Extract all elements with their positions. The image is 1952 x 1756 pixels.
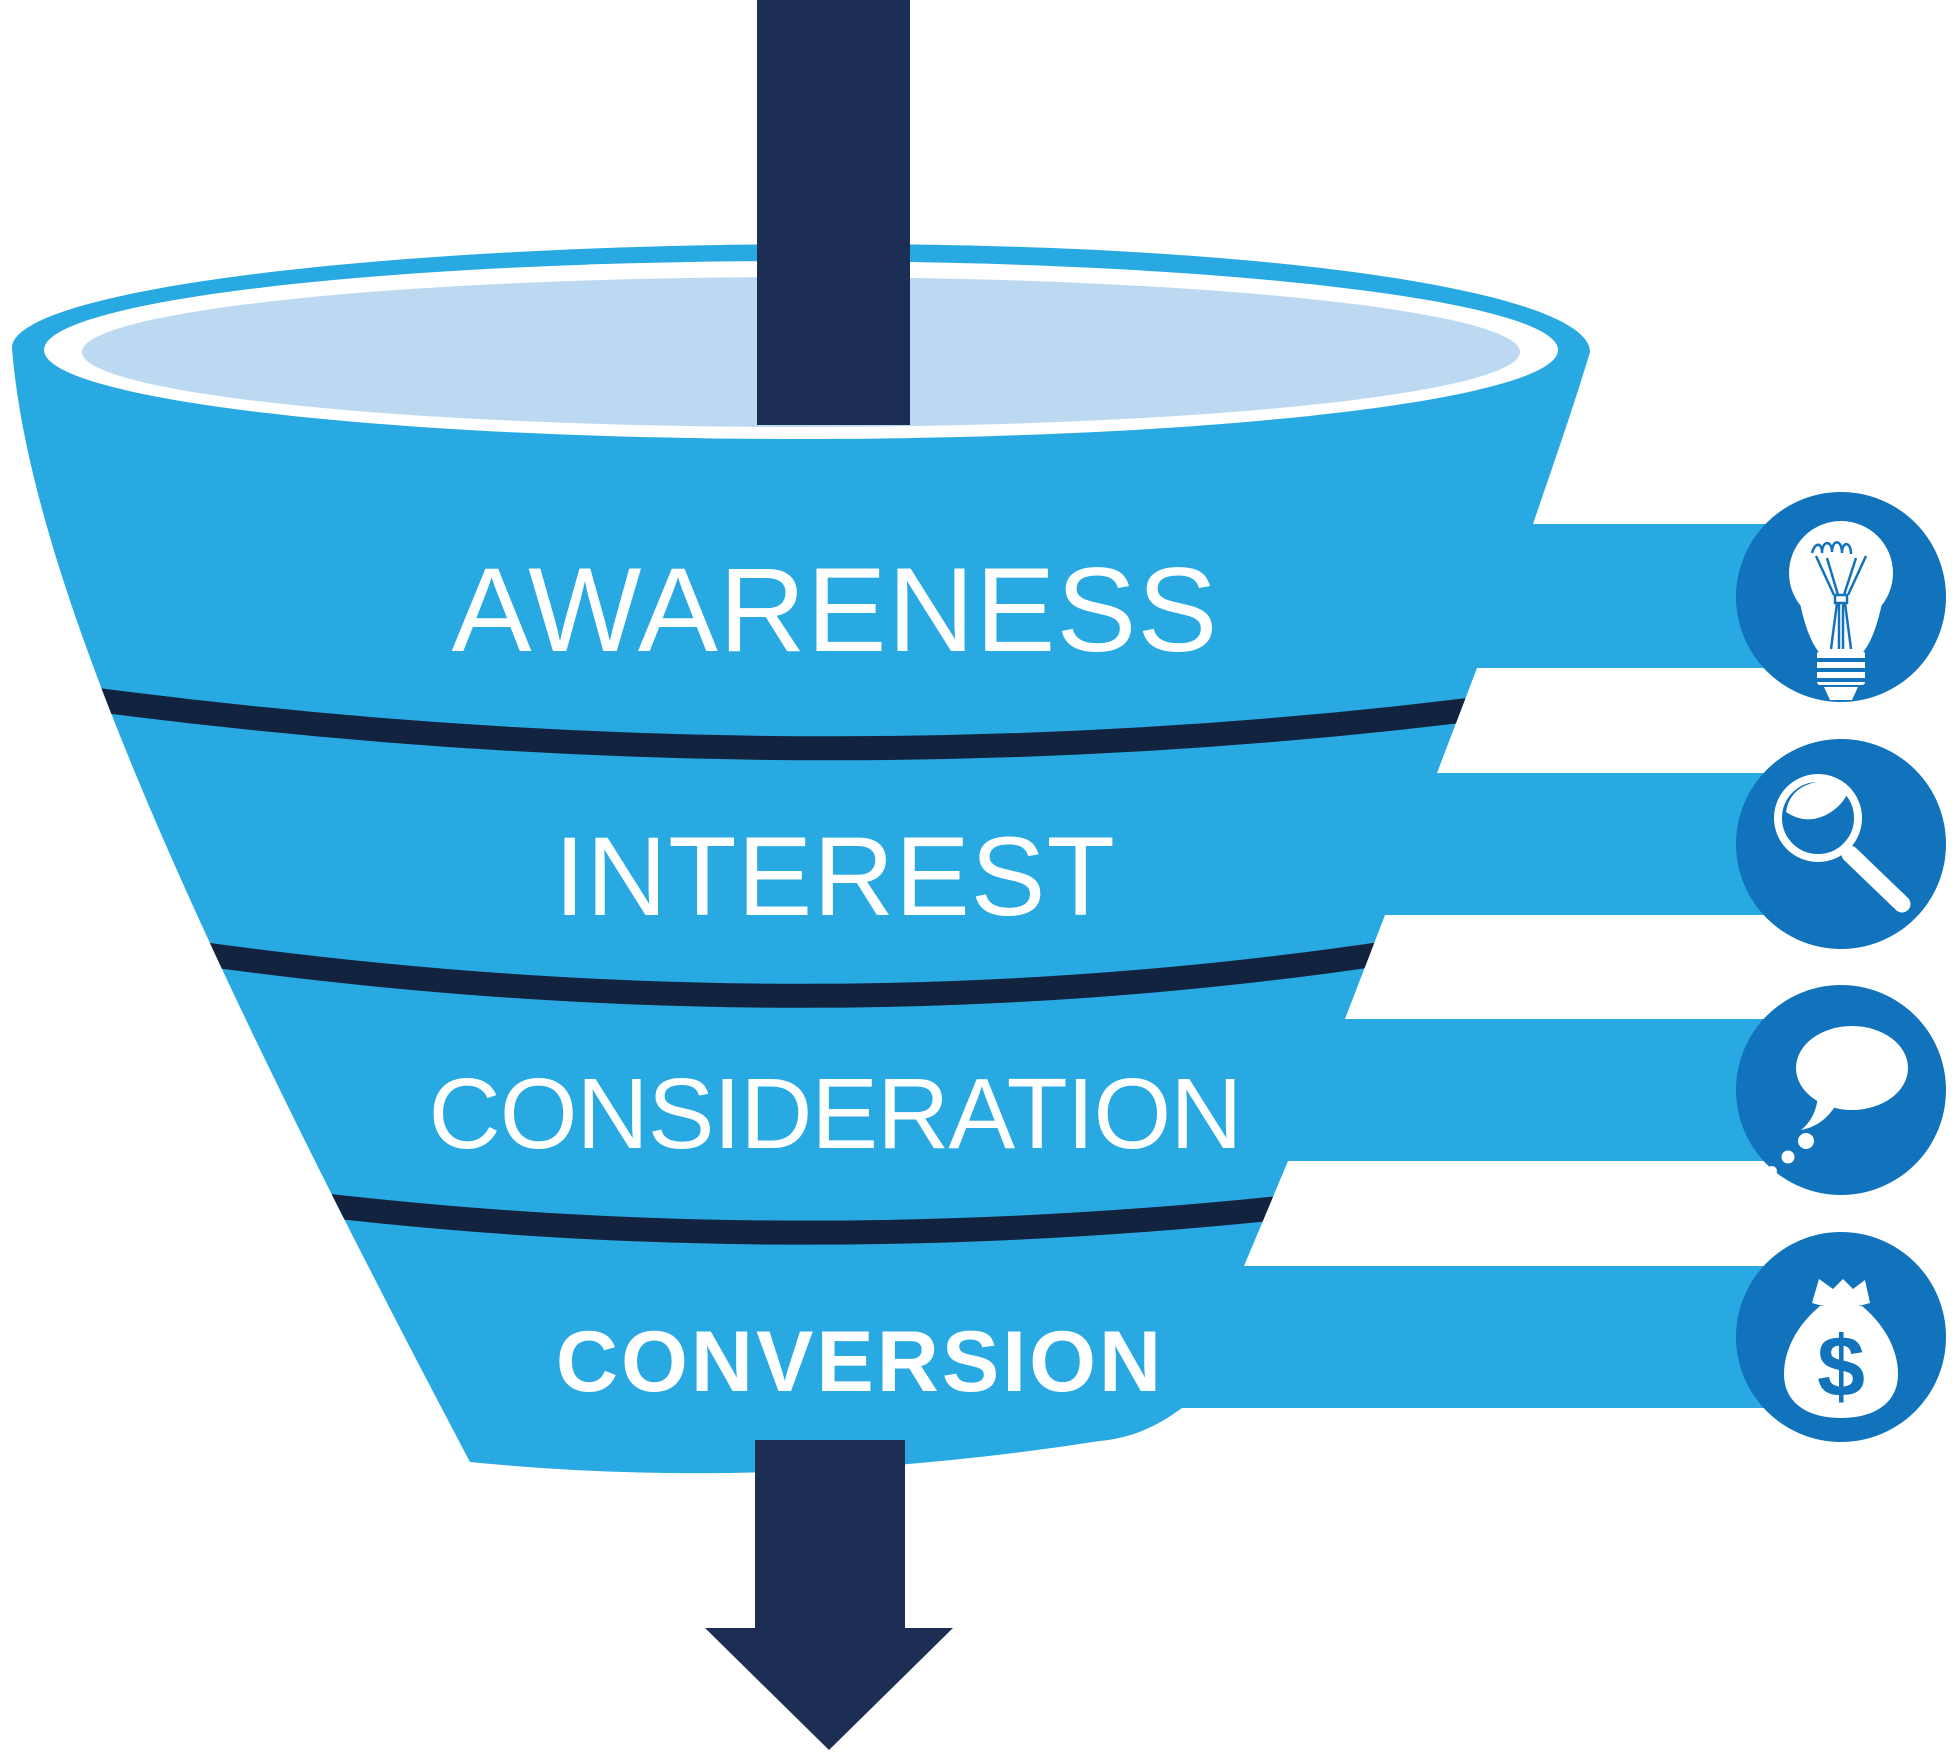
stage-label-interest: INTEREST — [554, 814, 1116, 939]
money-bag-icon: $ — [1736, 1232, 1946, 1442]
lightbulb-icon — [1736, 492, 1946, 702]
separator-line-2 — [138, 926, 1483, 1008]
separator-line-3 — [278, 1178, 1432, 1245]
icon-badges: $ — [1736, 492, 1946, 1442]
bottom-arrow — [705, 1440, 953, 1750]
icon-circle — [1736, 739, 1946, 949]
speech-bubble-icon — [1736, 985, 1946, 1195]
top-arrow — [757, 0, 910, 445]
stage-label-conversion: CONVERSION — [556, 1314, 1164, 1410]
separator-line-1 — [58, 683, 1562, 761]
funnel-front-lip — [700, 425, 970, 454]
stage-label-awareness: AWARENESS — [452, 543, 1219, 677]
funnel-body — [12, 244, 1872, 1474]
dollar-sign: $ — [1817, 1319, 1865, 1415]
magnifying-glass-icon — [1736, 739, 1946, 949]
stage-label-consideration: CONSIDERATION — [429, 1058, 1242, 1170]
